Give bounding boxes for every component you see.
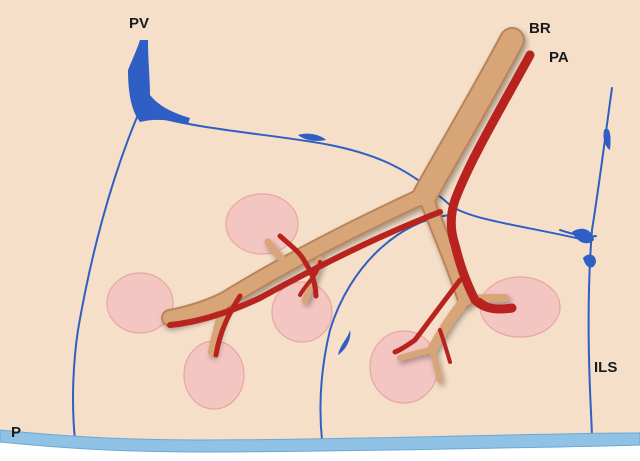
label-p: P bbox=[11, 425, 21, 440]
label-br: BR bbox=[529, 21, 551, 36]
label-ils: ILS bbox=[594, 360, 617, 375]
tissue-background bbox=[0, 0, 640, 440]
label-pa: PA bbox=[549, 50, 569, 65]
alveolus-left bbox=[107, 273, 173, 333]
label-pv: PV bbox=[129, 16, 149, 31]
alveolus-lower-right bbox=[370, 331, 438, 403]
